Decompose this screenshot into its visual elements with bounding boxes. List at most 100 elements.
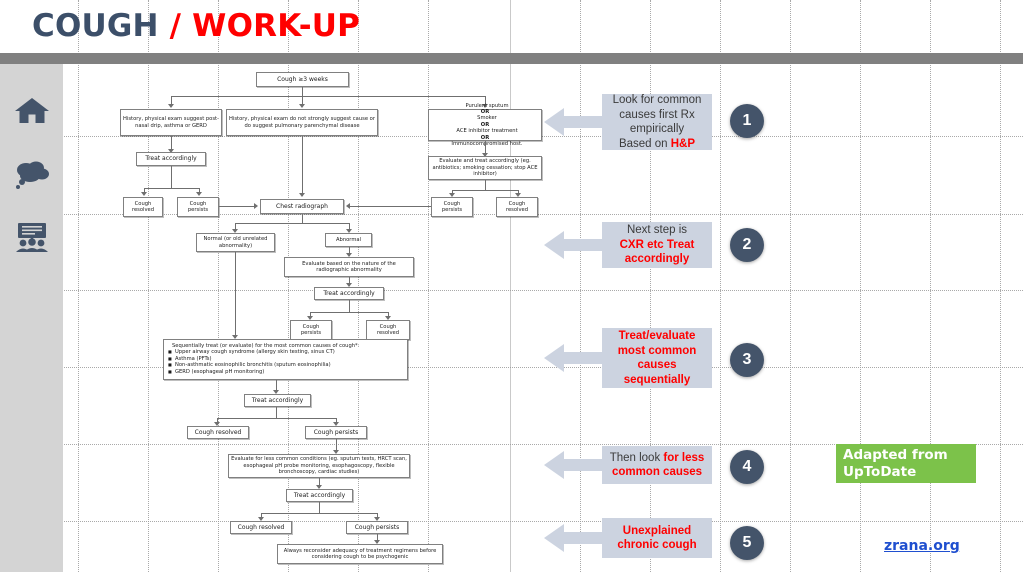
callout-line: sequentially: [624, 373, 690, 388]
grid-line-vertical: [580, 0, 581, 572]
grid-line-vertical: [218, 0, 219, 572]
callout-line-text: chronic cough: [617, 539, 697, 551]
badge-line-2: UpToDate: [843, 464, 917, 480]
grid-line-vertical: [860, 0, 861, 572]
node-treat-4: Treat accordingly: [286, 489, 353, 502]
grid-line-horizontal: [0, 290, 1023, 291]
grid-line-horizontal: [0, 367, 1023, 368]
arrow-left-icon: [544, 105, 610, 139]
grid-line-vertical: [288, 0, 289, 572]
callout-line-text: common causes: [611, 466, 703, 478]
node-cough-persists-2: Cough persists: [290, 320, 332, 340]
callout-line-text: most common: [617, 344, 697, 357]
callout-line-text: CXR etc Treat: [619, 238, 695, 251]
callout-line-text: causes first Rx: [619, 108, 695, 121]
list-item: Asthma (PFTs): [168, 356, 405, 363]
node-branch-left: History, physical exam suggest post-nasa…: [120, 109, 222, 136]
callout-text-3: Treat/evaluate most common causes sequentia…: [602, 328, 712, 388]
callout-line-text: Then look: [609, 451, 664, 464]
branch-right-line1: Purulent sputum: [465, 102, 509, 109]
callout-3: Treat/evaluate most common causes sequentia…: [544, 328, 774, 388]
node-treat-left: Treat accordingly: [136, 152, 206, 166]
home-icon[interactable]: [8, 90, 56, 132]
callout-line-text: Treat/evaluate: [618, 330, 696, 342]
branch-right-line3: ACE inhibitor treatment: [456, 128, 518, 135]
node-evaluate-radiographic: Evaluate based on the nature of the radi…: [284, 257, 414, 277]
page-title: COUGH / WORK-UP: [32, 8, 360, 44]
node-cough-resolved-right: Cough resolved: [496, 197, 538, 217]
node-abnormal: Abnormal: [325, 233, 372, 247]
callout-line: common causes: [612, 465, 702, 480]
callout-line: Unexplained: [623, 524, 691, 539]
callout-line-highlight: for less: [663, 451, 705, 464]
list-item: Non-asthmatic eosinophilic bronchitis (s…: [168, 362, 405, 369]
callout-line-text: accordingly: [624, 253, 690, 266]
callout-line: causes: [637, 358, 676, 373]
callout-line: Next step is: [627, 223, 687, 238]
zrana-link[interactable]: zrana.org: [884, 538, 960, 554]
sequential-title: Sequentially treat (or evaluate) for the…: [172, 343, 360, 349]
title-workup: / WORK-UP: [169, 8, 361, 44]
callout-line-text: Next step is: [626, 224, 688, 237]
adapted-from-badge: Adapted from UpToDate: [836, 444, 976, 483]
grid-line-vertical: [148, 0, 149, 572]
callout-line: empirically: [630, 122, 684, 137]
node-treat-3: Treat accordingly: [244, 394, 311, 407]
node-cough-persists-3: Cough persists: [305, 426, 367, 439]
callout-line: Look for common: [613, 93, 702, 108]
node-branch-mid: History, physical exam do not strongly s…: [226, 109, 378, 136]
node-start: Cough ≥3 weeks: [256, 72, 349, 87]
header-divider-bar: [0, 53, 1023, 64]
grid-line-vertical: [650, 0, 651, 572]
callout-line: CXR etc Treat: [620, 238, 695, 253]
branch-right-line4: Immunocompromised host.: [451, 141, 523, 148]
node-cough-persists-left: Cough persists: [177, 197, 219, 217]
grid-line-vertical: [358, 0, 359, 572]
left-sidebar: [0, 64, 63, 572]
callout-line-highlight: H&P: [670, 137, 696, 150]
callout-line-text: causes: [637, 359, 677, 371]
node-psychogenic: Always reconsider adequacy of treatment …: [277, 544, 443, 564]
presentation-audience-icon[interactable]: [8, 216, 56, 258]
grid-line-vertical: [510, 0, 511, 572]
callout-line: most common: [618, 344, 697, 359]
or-2: OR: [480, 121, 490, 128]
grid-line-vertical: [790, 0, 791, 572]
callout-line: Based on H&P: [619, 137, 695, 152]
callout-line: Treat/evaluate: [619, 329, 696, 344]
arrow-left-icon: [544, 448, 610, 482]
callout-number-badge: 2: [730, 228, 764, 262]
arrow-left-icon: [544, 341, 610, 375]
node-cough-resolved-4: Cough resolved: [230, 521, 292, 534]
node-branch-right: Purulent sputum OR Smoker OR ACE inhibit…: [428, 103, 542, 147]
or-3: OR: [480, 134, 490, 141]
grid-line-horizontal: [0, 521, 1023, 522]
callout-number-badge: 5: [730, 526, 764, 560]
node-chest-radiograph: Chest radiograph: [260, 199, 344, 214]
list-item: Upper airway cough syndrome (allergy ski…: [168, 349, 405, 356]
list-item: GERD (esophageal pH monitoring): [168, 369, 405, 376]
callout-line: causes first Rx: [619, 108, 694, 123]
grid-line-vertical: [1000, 0, 1001, 572]
node-sequential-treat: Sequentially treat (or evaluate) for the…: [163, 339, 408, 380]
grid-line-vertical: [720, 0, 721, 572]
callout-line: accordingly: [625, 252, 690, 267]
node-treat-2: Treat accordingly: [314, 287, 384, 300]
callout-line: chronic cough: [617, 538, 696, 553]
node-cough-persists-4: Cough persists: [346, 521, 408, 534]
thought-cloud-icon[interactable]: [8, 154, 56, 196]
or-1: OR: [480, 108, 490, 115]
callout-line: Then look for less: [610, 451, 705, 466]
grid-line-horizontal: [0, 444, 1023, 445]
title-cough: COUGH: [32, 8, 170, 44]
grid-line-vertical: [78, 0, 79, 572]
node-normal: Normal (or old unrelated abnormality): [196, 233, 275, 252]
callout-line-text: sequentially: [623, 373, 691, 386]
